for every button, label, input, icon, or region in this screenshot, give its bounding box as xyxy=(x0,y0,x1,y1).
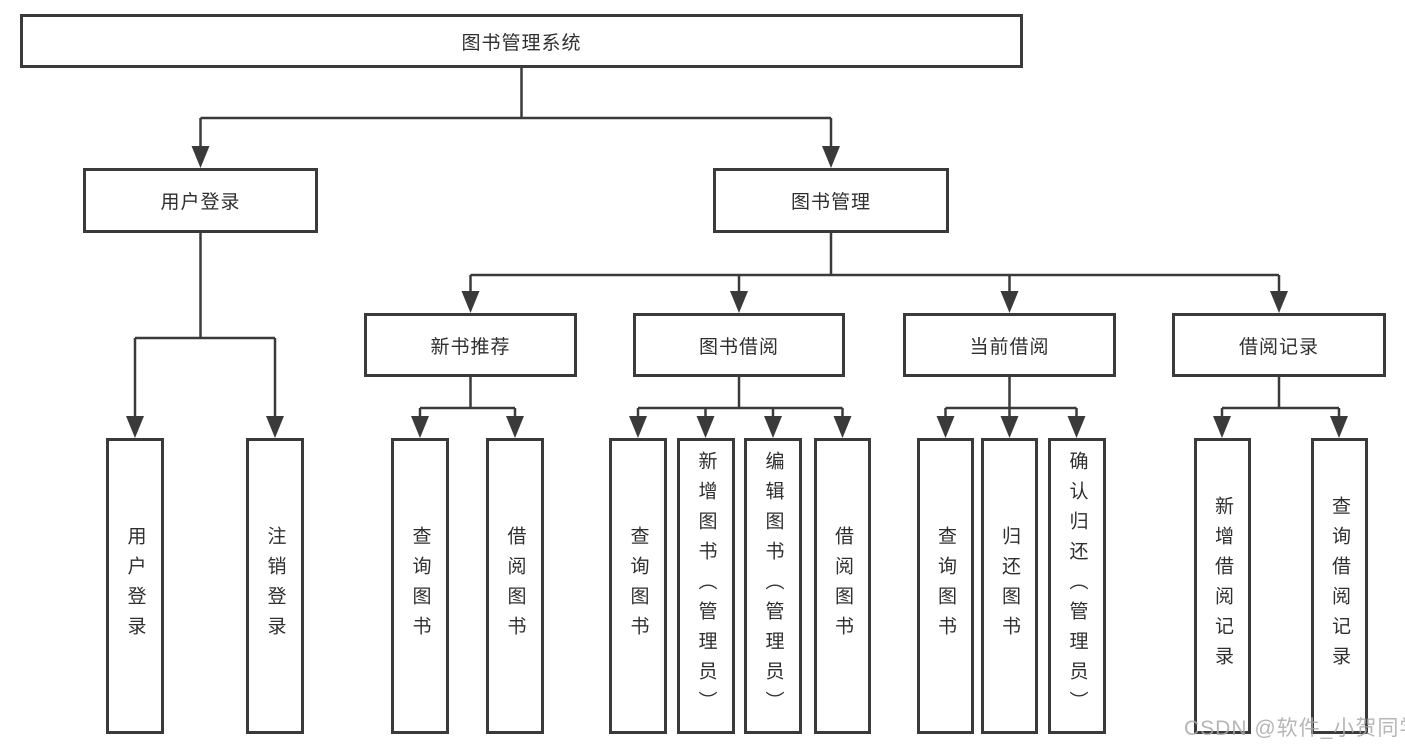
node-label: 图书管理系统 xyxy=(461,32,582,54)
node-label: 归还图书 xyxy=(999,526,1020,646)
node-user-login: 用户登录 xyxy=(83,168,318,233)
node-label: 借阅图书 xyxy=(832,526,853,646)
leaf-borrow-books: 借阅图书 xyxy=(814,438,871,734)
leaf-add-borrow-record: 新增借阅记录 xyxy=(1194,438,1251,734)
node-label: 新增借阅记录 xyxy=(1212,496,1233,676)
node-system-root: 图书管理系统 xyxy=(20,14,1023,68)
leaf-return-book: 归还图书 xyxy=(981,438,1038,734)
node-borrow-records: 借阅记录 xyxy=(1172,313,1386,377)
node-book-management: 图书管理 xyxy=(713,168,949,233)
leaf-query-books-borrow: 查询图书 xyxy=(609,438,667,734)
node-label: 新书推荐 xyxy=(430,336,511,358)
leaf-query-borrow-record: 查询借阅记录 xyxy=(1311,438,1368,734)
leaf-borrow-books-recommend: 借阅图书 xyxy=(486,438,544,734)
node-label: 查询图书 xyxy=(627,526,649,646)
leaf-add-book-admin: 新增图书（管理员） xyxy=(677,438,735,734)
node-current-borrow: 当前借阅 xyxy=(903,313,1116,377)
leaf-logout-login: 注销登录 xyxy=(246,438,304,734)
node-label: 查询图书 xyxy=(409,526,431,646)
arrowheads xyxy=(126,146,1348,438)
node-label: 当前借阅 xyxy=(969,336,1050,358)
node-label: 图书管理 xyxy=(790,192,871,213)
leaf-confirm-return-admin: 确认归还（管理员） xyxy=(1048,438,1106,734)
node-label: 查询图书 xyxy=(935,526,956,646)
node-label: 借阅记录 xyxy=(1238,336,1319,358)
leaf-query-books-recommend: 查询图书 xyxy=(391,438,449,734)
node-label: 新增图书（管理员） xyxy=(695,451,717,721)
node-new-book-recommend: 新书推荐 xyxy=(364,313,577,377)
node-label: 确认归还（管理员） xyxy=(1066,451,1088,721)
leaf-user-login: 用户登录 xyxy=(106,438,164,734)
node-label: 用户登录 xyxy=(160,192,241,213)
leaf-edit-book-admin: 编辑图书（管理员） xyxy=(744,438,802,734)
node-label: 借阅图书 xyxy=(504,526,526,646)
node-label: 图书借阅 xyxy=(698,336,779,358)
node-book-borrow: 图书借阅 xyxy=(633,313,845,377)
node-label: 注销登录 xyxy=(264,526,286,646)
node-label: 编辑图书（管理员） xyxy=(762,451,784,721)
node-label: 用户登录 xyxy=(124,526,146,646)
leaf-query-books-current: 查询图书 xyxy=(917,438,974,734)
node-label: 查询借阅记录 xyxy=(1329,496,1350,676)
